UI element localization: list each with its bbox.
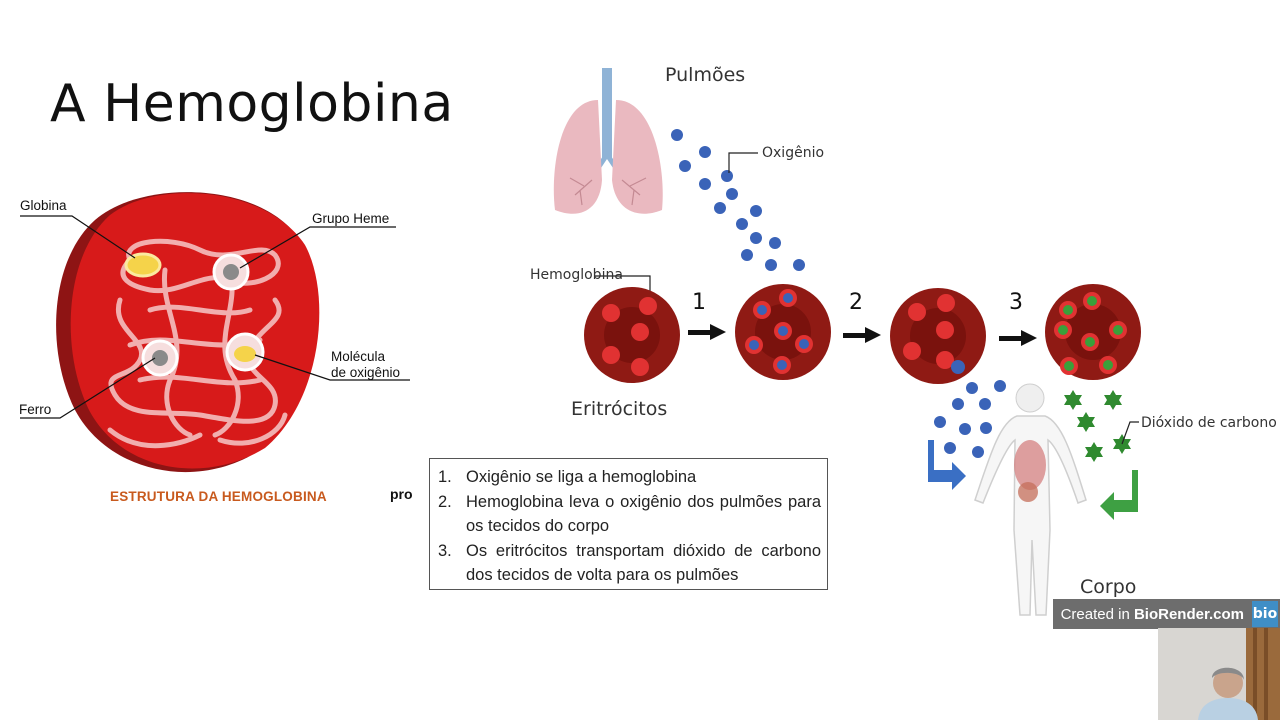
credit-prefix: Created in — [1060, 605, 1134, 623]
step-text: Os eritrócitos transportam dióxido de ca… — [466, 541, 821, 585]
oxigenio-label: Oxigênio — [762, 145, 825, 161]
step-number: 3. — [438, 541, 452, 560]
hemoglobin-structure-diagram — [20, 192, 410, 473]
step-number-2: 2 — [849, 290, 863, 315]
human-body-icon — [974, 383, 1087, 616]
biorender-credit[interactable]: Created in BioRender.com bio — [1053, 599, 1280, 629]
steps-box: 1. Oxigênio se liga a hemoglobina 2. Hem… — [429, 458, 828, 590]
step-item: 1. Oxigênio se liga a hemoglobina — [438, 465, 821, 490]
step-item: 2. Hemoglobina leva o oxigênio dos pulmõ… — [438, 490, 821, 539]
molecula-label-line2: de oxigênio — [331, 365, 401, 380]
presenter-image — [1158, 628, 1280, 720]
webcam-video[interactable] — [1158, 628, 1280, 720]
step-text: Hemoglobina leva o oxigênio dos pulmões … — [466, 492, 821, 536]
lungs-icon — [553, 68, 663, 214]
step-number-3: 3 — [1009, 290, 1023, 315]
grupo-heme-label: Grupo Heme — [312, 211, 390, 226]
hemoglobina-label: Hemoglobina — [530, 267, 623, 283]
corpo-label: Corpo — [1080, 576, 1137, 598]
eritrocitos-label: Eritrócitos — [571, 398, 668, 420]
credit-text: Created in BioRender.com — [1061, 606, 1244, 623]
biorender-logo-icon: bio — [1252, 601, 1278, 627]
step-text: Oxigênio se liga a hemoglobina — [466, 468, 697, 486]
ferro-label: Ferro — [19, 402, 52, 417]
molecula-label-line1: Molécula — [331, 349, 386, 364]
step-item: 3. Os eritrócitos transportam dióxido de… — [438, 539, 821, 588]
truncated-text: pro — [390, 486, 413, 502]
credit-brand: BioRender.com — [1133, 605, 1244, 623]
globina-label: Globina — [20, 198, 67, 213]
step-number-1: 1 — [692, 290, 706, 315]
step-number: 2. — [438, 492, 452, 511]
structure-caption: ESTRUTURA DA HEMOGLOBINA — [110, 489, 327, 504]
step-number: 1. — [438, 468, 452, 486]
slide-title: A Hemoglobina — [50, 74, 454, 134]
dioxido-label: Dióxido de carbono — [1141, 415, 1277, 431]
pulmoes-label: Pulmões — [665, 64, 746, 86]
oxygen-transport-diagram — [553, 68, 1141, 616]
